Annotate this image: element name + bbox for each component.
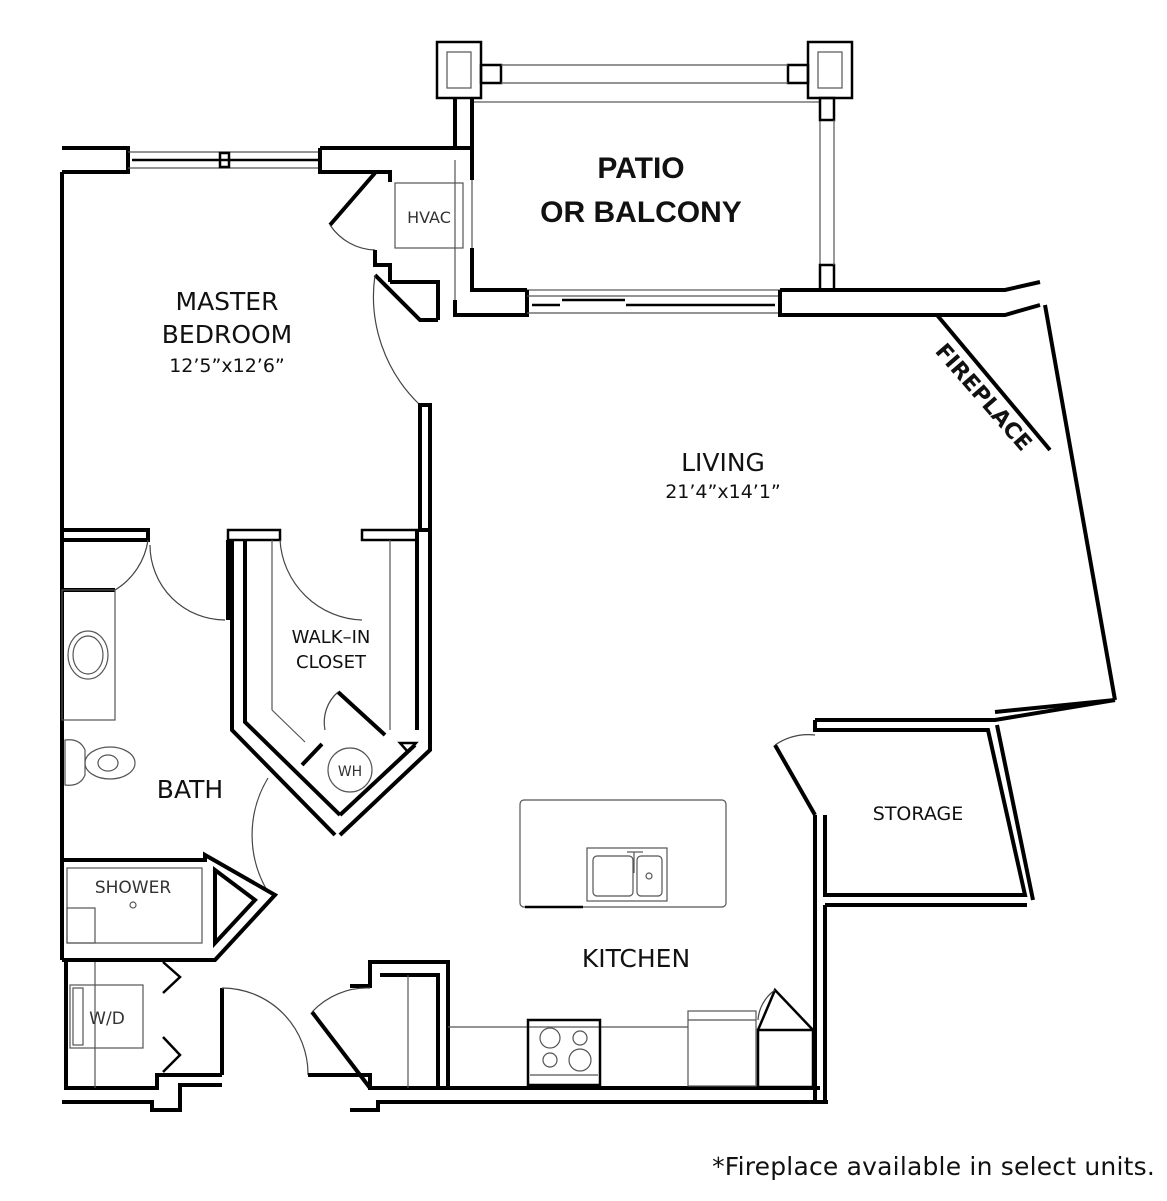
patio-label-line2: OR BALCONY bbox=[540, 196, 742, 229]
washer-dryer-label: W/D bbox=[89, 1009, 125, 1029]
kitchen-counters bbox=[448, 799, 820, 1090]
kitchen-label: KITCHEN bbox=[582, 944, 690, 973]
storage-label: STORAGE bbox=[873, 803, 963, 825]
master-bedroom-label-line2: BEDROOM bbox=[162, 320, 293, 349]
storage-walls bbox=[773, 698, 1116, 1100]
fireplace-label: FIREPLACE bbox=[930, 339, 1036, 456]
entry-walls bbox=[62, 960, 828, 1112]
living-dimensions: 21’4”x14’1” bbox=[665, 481, 781, 503]
walk-in-closet-label-line1: WALK–IN bbox=[292, 627, 371, 648]
shower-area bbox=[62, 777, 279, 962]
master-bedroom-label-line1: MASTER bbox=[176, 287, 279, 316]
patio-sliding-door bbox=[453, 280, 1041, 317]
bedroom-door bbox=[372, 273, 438, 406]
hvac-label: HVAC bbox=[407, 208, 451, 227]
water-heater-label: WH bbox=[338, 764, 362, 780]
master-bedroom-dimensions: 12’5”x12’6” bbox=[169, 355, 285, 377]
partition-wall bbox=[418, 403, 432, 720]
closet-walls bbox=[226, 528, 432, 837]
walk-in-closet-label-line2: CLOSET bbox=[296, 652, 367, 673]
bath-label: BATH bbox=[157, 775, 223, 804]
bath-walls bbox=[61, 528, 230, 786]
patio-label-line1: PATIO bbox=[597, 152, 684, 185]
hvac-closet bbox=[328, 171, 527, 320]
laundry-area bbox=[64, 961, 222, 1090]
shower-label: SHOWER bbox=[95, 878, 172, 898]
fireplace-footnote: *Fireplace available in select units. bbox=[712, 1152, 1155, 1181]
living-label: LIVING bbox=[681, 448, 765, 477]
